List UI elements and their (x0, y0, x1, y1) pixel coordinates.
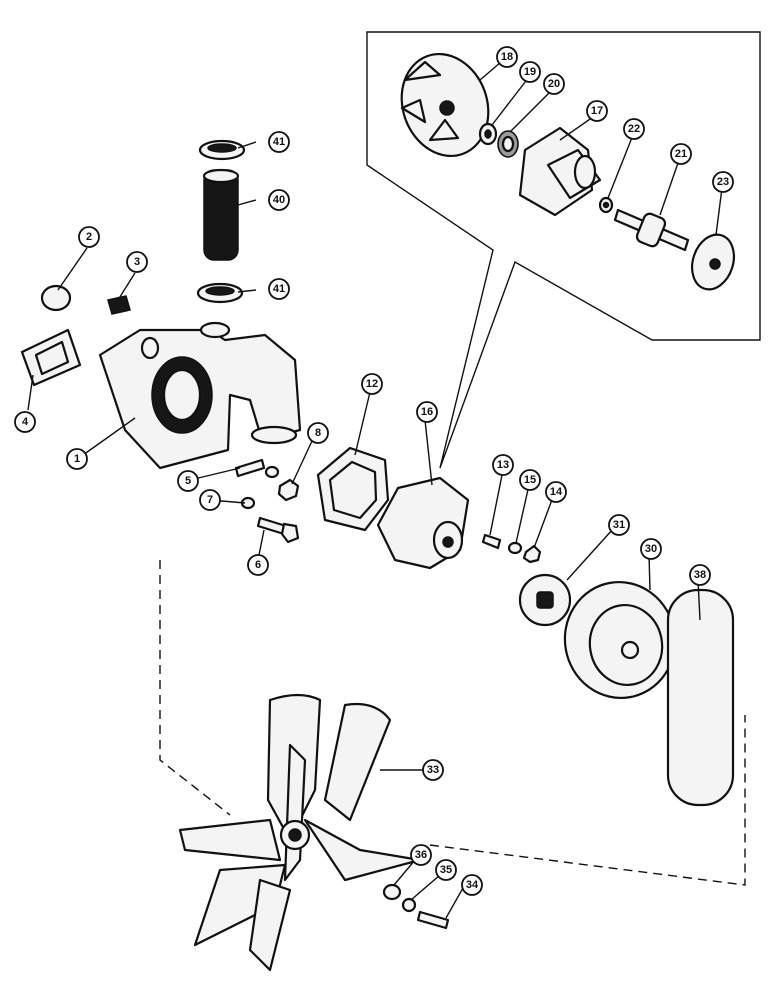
cap-screw (256, 516, 300, 544)
fan-lockwasher (401, 897, 417, 913)
pump-gasket (316, 446, 390, 532)
seal-20 (497, 130, 519, 158)
svg-text:7: 7 (207, 494, 213, 506)
svg-text:36: 36 (415, 849, 427, 861)
callout-20: 20 (543, 73, 565, 95)
svg-text:4: 4 (22, 416, 29, 428)
hose-clamp-upper (198, 139, 246, 161)
callout-31: 31 (608, 514, 630, 536)
callout-17: 17 (586, 100, 608, 122)
fan-belt (666, 588, 735, 807)
pump-housing-insert (518, 126, 602, 217)
svg-text:30: 30 (645, 543, 657, 555)
inset-frame (366, 31, 761, 469)
impeller (400, 52, 490, 158)
fan-group-outline (159, 560, 746, 886)
svg-text:14: 14 (550, 486, 563, 498)
callout-16: 16 (416, 401, 438, 423)
callout-30: 30 (640, 538, 662, 560)
cooling-fan (178, 693, 422, 972)
svg-text:5: 5 (185, 475, 191, 487)
water-pump-body (98, 321, 302, 470)
callout-4: 4 (14, 411, 36, 433)
svg-text:12: 12 (366, 378, 378, 390)
callout-41-lower: 41 (268, 278, 290, 300)
outlet-gasket (20, 328, 82, 387)
pump-nut (522, 544, 542, 564)
fan-bolt (416, 910, 450, 930)
svg-text:1: 1 (74, 453, 80, 465)
callout-19: 19 (519, 61, 541, 83)
callout-12: 12 (361, 373, 383, 395)
pump-shaft (613, 208, 690, 252)
washer-22 (598, 196, 614, 214)
svg-text:19: 19 (524, 66, 536, 78)
callout-22: 22 (623, 118, 645, 140)
svg-text:34: 34 (466, 879, 479, 891)
seal-19 (478, 122, 498, 146)
svg-text:40: 40 (273, 194, 285, 206)
callout-15: 15 (519, 469, 541, 491)
hose-clamp-lower (196, 282, 244, 304)
pump-hub (691, 233, 735, 291)
callout-5: 5 (177, 470, 199, 492)
pump-washer (507, 541, 523, 555)
svg-text:16: 16 (421, 406, 433, 418)
callout-23: 23 (712, 171, 734, 193)
callout-21: 21 (670, 143, 692, 165)
svg-text:31: 31 (613, 519, 625, 531)
callout-7: 7 (199, 489, 221, 511)
svg-text:6: 6 (255, 559, 261, 571)
callout-13: 13 (492, 454, 514, 476)
callout-18: 18 (496, 46, 518, 68)
bypass-hose (202, 168, 240, 261)
callout-8: 8 (307, 422, 329, 444)
svg-text:8: 8 (315, 427, 321, 439)
callout-33: 33 (422, 759, 444, 781)
svg-text:23: 23 (717, 176, 729, 188)
svg-text:3: 3 (134, 256, 140, 268)
svg-text:2: 2 (86, 231, 92, 243)
callout-14: 14 (545, 481, 567, 503)
svg-text:17: 17 (591, 105, 603, 117)
callout-35: 35 (435, 859, 457, 881)
fan-hub (518, 573, 572, 627)
callout-36: 36 (410, 844, 432, 866)
callout-1: 1 (66, 448, 88, 470)
svg-text:38: 38 (694, 569, 706, 581)
svg-text:22: 22 (628, 123, 640, 135)
fan-pulley (563, 580, 677, 700)
hex-nut (277, 478, 300, 502)
stud (234, 458, 266, 478)
callout-2: 2 (78, 226, 100, 248)
water-pump (376, 476, 470, 570)
callout-38: 38 (689, 564, 711, 586)
svg-text:15: 15 (524, 474, 536, 486)
svg-text:18: 18 (501, 51, 513, 63)
svg-text:33: 33 (427, 764, 439, 776)
svg-text:35: 35 (440, 864, 452, 876)
svg-text:13: 13 (497, 459, 509, 471)
callout-3: 3 (126, 251, 148, 273)
cup-plug (40, 284, 72, 312)
fan-washer (382, 883, 402, 901)
svg-text:41: 41 (273, 136, 285, 148)
callout-41-upper: 41 (268, 131, 290, 153)
svg-text:20: 20 (548, 78, 560, 90)
callout-6: 6 (247, 554, 269, 576)
pump-stud (481, 533, 502, 550)
svg-text:21: 21 (675, 148, 687, 160)
svg-text:41: 41 (273, 283, 285, 295)
lock-washer-upper (264, 465, 280, 479)
callout-40: 40 (268, 189, 290, 211)
callout-34: 34 (461, 874, 483, 896)
